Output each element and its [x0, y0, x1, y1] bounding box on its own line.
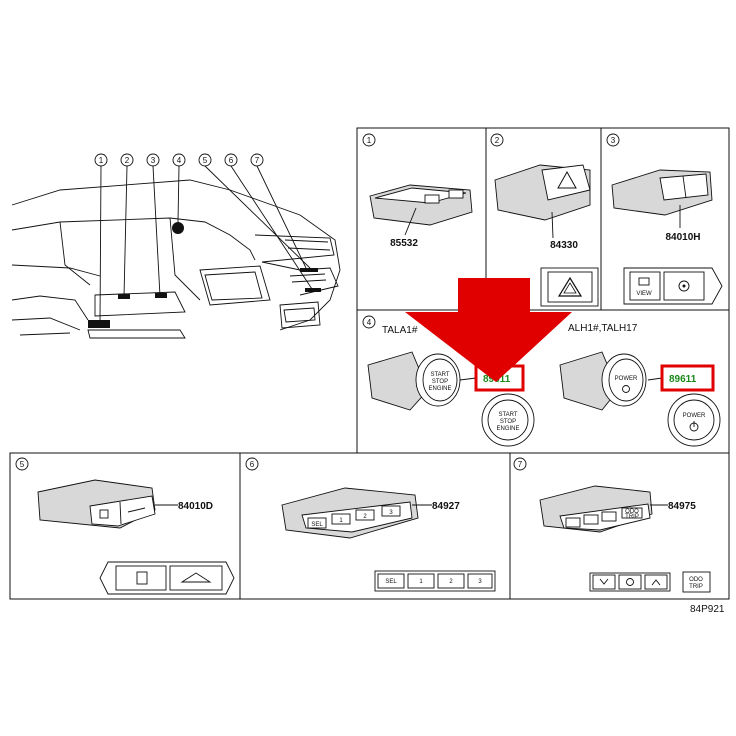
preset-1-button: [407, 573, 435, 589]
callout-4: 4: [177, 156, 182, 165]
panel-2: 2 84330: [485, 127, 602, 311]
svg-text:START: START: [498, 412, 517, 418]
svg-text:TRIP: TRIP: [625, 514, 639, 520]
svg-text:STOP: STOP: [500, 419, 516, 425]
sel-button: [377, 573, 405, 589]
svg-text:2: 2: [449, 579, 453, 585]
svg-text:SEL: SEL: [311, 522, 323, 528]
callout-6: 6: [229, 156, 234, 165]
caption-right: ALH1#,TALH17: [568, 323, 638, 334]
svg-text:ODO: ODO: [689, 577, 703, 583]
svg-text:ODO: ODO: [625, 509, 639, 515]
fuel-lid-icon: [136, 571, 148, 585]
part-number-84927: 84927: [432, 501, 460, 512]
highlight-arrow: [405, 278, 572, 382]
chevron-up-icon: [651, 579, 661, 586]
callout-3: 3: [151, 156, 156, 165]
svg-text:3: 3: [389, 510, 393, 516]
svg-text:2: 2: [495, 136, 500, 145]
up-button: [644, 574, 668, 590]
svg-text:1: 1: [339, 518, 343, 524]
svg-text:4: 4: [367, 318, 372, 327]
svg-text:2: 2: [363, 514, 367, 520]
steering-wheel-icon: [678, 280, 690, 292]
panel-6: 6 SEL 1 2 3 84927 SEL 1 2 3: [239, 452, 511, 600]
hazard-icon: [557, 170, 577, 189]
view-label: VIEW: [636, 291, 652, 297]
svg-text:6: 6: [250, 460, 255, 469]
preset-2-button: [437, 573, 465, 589]
panel-3: 3 84010H VIEW: [600, 127, 730, 311]
part-number-84330: 84330: [550, 240, 578, 251]
callout-7: 7: [255, 156, 260, 165]
callout-2: 2: [125, 156, 130, 165]
svg-text:POWER: POWER: [683, 413, 706, 419]
svg-text:1: 1: [367, 136, 372, 145]
part-number-84010D: 84010D: [178, 501, 213, 512]
svg-text:3: 3: [611, 136, 616, 145]
panel-5: 5 84010D: [9, 452, 241, 600]
power-icon: [622, 385, 630, 393]
view-camera-icon: [638, 277, 650, 286]
chevron-down-icon: [599, 578, 609, 585]
steering-wheel-icon-small: [626, 578, 634, 586]
svg-text:ENGINE: ENGINE: [496, 426, 519, 432]
callout-5: 5: [203, 156, 208, 165]
part-number-84010H: 84010H: [665, 232, 700, 243]
svg-text:START: START: [430, 372, 449, 378]
part-number-89611-right: 89611: [669, 374, 697, 385]
highlight-box-right: [660, 364, 715, 392]
svg-text:STOP: STOP: [432, 379, 448, 385]
steering-settings-button: [618, 574, 642, 590]
part-number-84975: 84975: [668, 501, 696, 512]
svg-text:7: 7: [518, 460, 523, 469]
svg-text:3: 3: [478, 579, 482, 585]
trunk-icon: [180, 572, 212, 583]
fuel-door-icon: [99, 509, 109, 519]
svg-text:ENGINE: ENGINE: [428, 386, 451, 392]
preset-3-button: [467, 573, 493, 589]
odo-trip-button: [682, 571, 711, 593]
dashboard-overview: 1 2 3 4 5 6 7: [11, 153, 341, 339]
svg-text:1: 1: [419, 579, 423, 585]
panel-7: 7 ODO TRIP 84975 ODO TRIP: [509, 452, 730, 600]
hazard-button-icon: [557, 276, 583, 297]
caption-left: TALA1#: [382, 325, 418, 336]
diagram-code: 84P921: [690, 604, 725, 615]
svg-text:5: 5: [20, 460, 25, 469]
svg-text:TRIP: TRIP: [689, 584, 703, 590]
part-number-85532: 85532: [390, 238, 418, 249]
down-button: [592, 574, 616, 590]
callout-1: 1: [99, 156, 104, 165]
svg-text:SEL: SEL: [385, 579, 397, 585]
svg-text:POWER: POWER: [615, 376, 638, 382]
